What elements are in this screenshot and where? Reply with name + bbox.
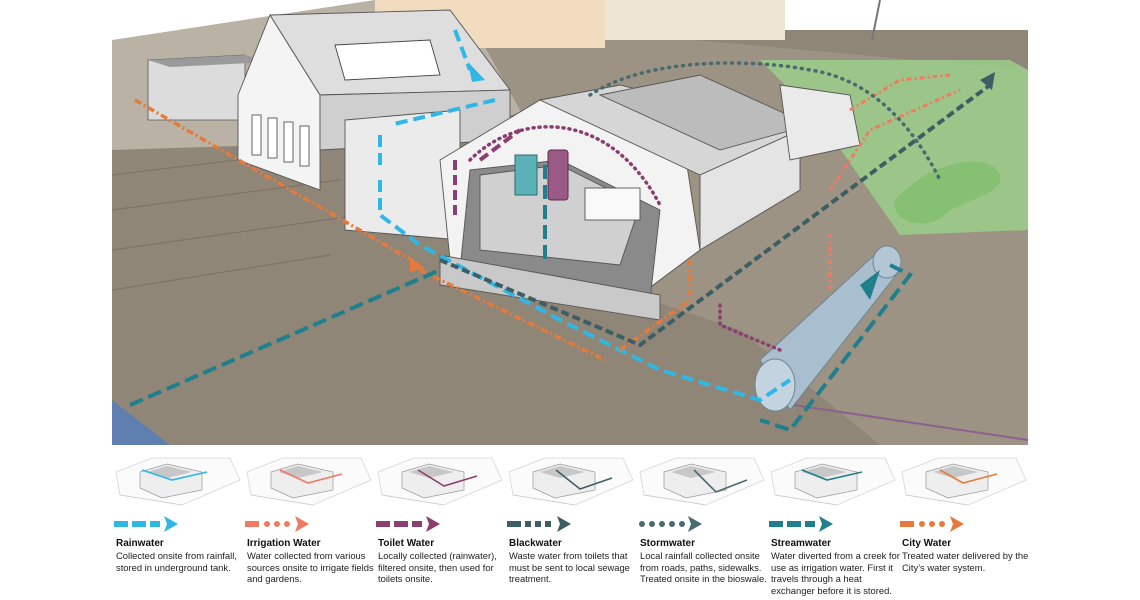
legend-description: Local rainfall collected onsite from roa… [640, 550, 767, 585]
irrigation-flow [828, 73, 961, 290]
legend-description: Water diverted from a creek for use as i… [771, 550, 900, 596]
bioswale [894, 161, 1001, 224]
legend-title: Rainwater [116, 538, 164, 549]
legend-thumbnail-toilet [377, 457, 503, 506]
toilet-water-flow [453, 128, 522, 215]
legend-thumbnail-blackwater [508, 457, 634, 506]
legend-thumbnail-irrigation [246, 457, 372, 506]
legend-thumbnail-rainwater [115, 457, 241, 506]
legend-title: Irrigation Water [247, 538, 321, 549]
legend-description: Waste water from toilets that must be se… [509, 550, 630, 585]
background-building-2 [605, 0, 785, 40]
legend-description: Collected onsite from rainfall, stored i… [116, 550, 237, 573]
filter-tank [514, 154, 538, 196]
rainwater-arrowhead [468, 62, 485, 82]
arrow-dots-icon [639, 516, 702, 532]
legend-title: Blackwater [509, 538, 562, 549]
arrow-dash-icon [376, 516, 440, 532]
toilet-water-tank [547, 149, 569, 201]
blackwater-arrowhead [980, 72, 995, 90]
blackwater-flow [439, 83, 992, 348]
city-water-flow [134, 98, 692, 362]
streamwater-arrowhead [860, 270, 880, 300]
toilet-water-return [718, 303, 782, 352]
side-building-roof [148, 55, 270, 67]
toilet-water-arc [468, 125, 662, 207]
legend-title: Stormwater [640, 538, 696, 549]
water-systems-diagram [111, 0, 1029, 445]
stormwater-flow [588, 61, 942, 182]
arrow-dash-squares-icon [507, 516, 571, 532]
river-edge [112, 400, 170, 445]
legend-description: Water collected from various sources ons… [247, 550, 374, 585]
legend-thumbnail-city [901, 457, 1027, 506]
terrace-lines [111, 149, 361, 291]
streamwater-flow [129, 165, 914, 433]
arrow-dash-dots-icon [900, 516, 964, 532]
road-line [759, 399, 1029, 441]
arrow-dash-icon [769, 516, 833, 532]
legend-thumbnail-stormwater [639, 457, 765, 506]
pole [871, 0, 881, 41]
arrow-dash-dots-icon [245, 516, 309, 532]
legend-title: City Water [902, 538, 952, 549]
legend-description: Locally collected (rainwater), filtered … [378, 550, 497, 585]
legend-thumbnail-streamwater [770, 457, 896, 506]
rainwater-flow [378, 29, 792, 403]
legend-title: Toilet Water [378, 538, 435, 549]
legend-description: Treated water delivered by the City’s wa… [902, 550, 1029, 573]
city-water-arrowhead [410, 258, 425, 272]
arrow-dash-icon [114, 516, 178, 532]
legend-title: Streamwater [771, 538, 832, 549]
